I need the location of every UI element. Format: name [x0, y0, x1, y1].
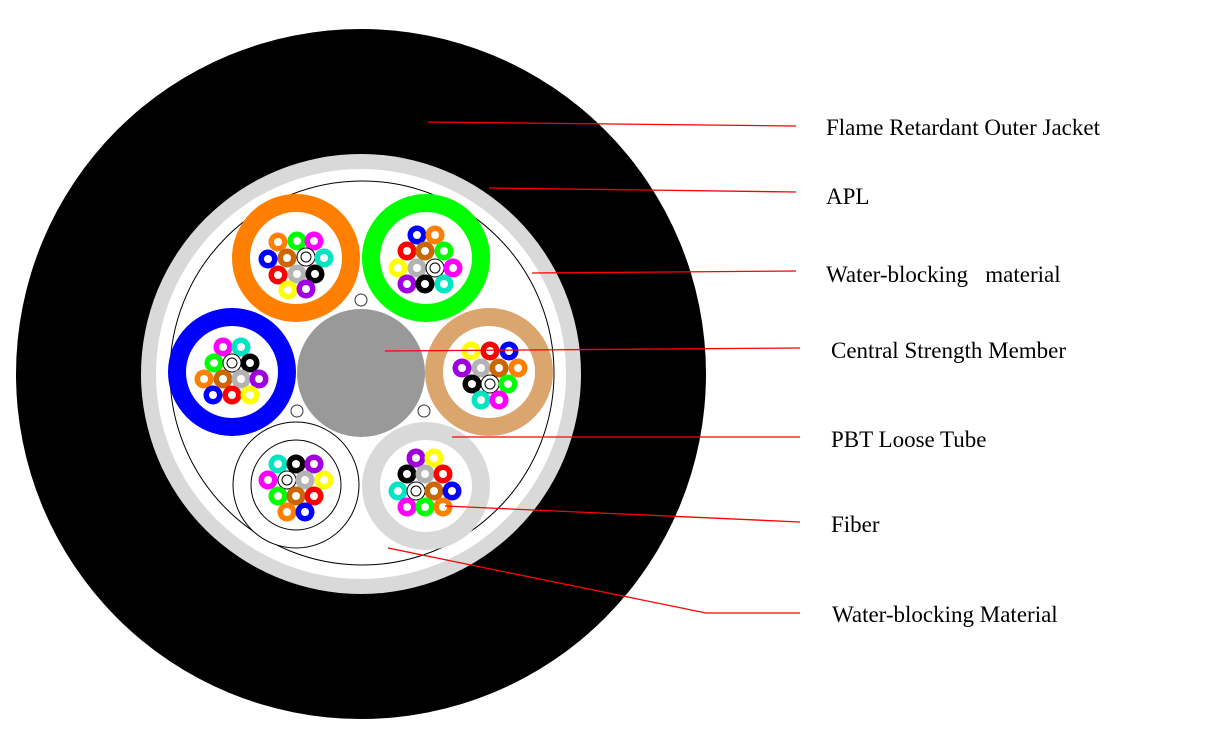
fiber-purple: [304, 454, 324, 474]
fiber-yellow: [314, 470, 334, 490]
fiber-gray: [295, 470, 315, 490]
fiber-brown: [213, 369, 233, 389]
fiber-brown: [277, 248, 297, 268]
fiber-cyan: [471, 390, 491, 410]
tube-light-gray: [362, 422, 490, 550]
label-water-blocking-material-1: Water-blocking material: [826, 262, 1061, 287]
fiber-green: [498, 374, 518, 394]
leader-fiber: [444, 505, 801, 523]
fiber-blue: [407, 225, 427, 245]
tube-blue: [168, 308, 296, 436]
fiber-white: [277, 470, 297, 490]
fiber-gray: [287, 264, 307, 284]
fiber-orange: [433, 497, 453, 517]
fiber-yellow: [240, 385, 260, 405]
tube-tan: [425, 308, 553, 436]
tube-white: [232, 421, 360, 549]
fiber-blue: [258, 249, 278, 269]
fiber-brown: [286, 486, 306, 506]
fiber-gray: [415, 464, 435, 484]
fiber-gray: [471, 358, 491, 378]
fiber-black: [397, 464, 417, 484]
fiber-black: [415, 274, 435, 294]
fiber-blue: [499, 341, 519, 361]
leader-central-strength-member: [384, 347, 801, 352]
label-fiber: Fiber: [831, 512, 880, 537]
label-apl: APL: [826, 184, 870, 209]
fiber-black: [286, 454, 306, 474]
fiber-yellow: [424, 448, 444, 468]
fiber-green: [287, 231, 307, 251]
fiber-yellow: [278, 280, 298, 300]
fiber-magenta: [443, 258, 463, 278]
fiber-gray: [407, 258, 427, 278]
leader-lines: [384, 121, 801, 614]
fiber-black: [462, 374, 482, 394]
loose-tubes: [168, 194, 553, 550]
fiber-green: [268, 486, 288, 506]
fiber-blue: [203, 385, 223, 405]
fiber-black: [240, 353, 260, 373]
fiber-cyan: [314, 248, 334, 268]
fiber-cyan: [231, 337, 251, 357]
label-water-blocking-material-2: Water-blocking Material: [832, 602, 1058, 627]
central-strength-member: [297, 309, 425, 437]
fiber-brown: [424, 481, 444, 501]
fiber-red: [222, 385, 242, 405]
label-pbt-loose-tube: PBT Loose Tube: [831, 427, 987, 452]
fiber-red: [397, 241, 417, 261]
fiber-gray: [231, 369, 251, 389]
fiber-cyan: [434, 274, 454, 294]
fiber-magenta: [304, 231, 324, 251]
fiber-cyan: [388, 481, 408, 501]
label-outer-jacket: Flame Retardant Outer Jacket: [826, 115, 1100, 140]
fiber-purple: [452, 358, 472, 378]
fiber-white: [222, 353, 242, 373]
fiber-yellow: [388, 258, 408, 278]
fiber-white: [480, 374, 500, 394]
fiber-orange: [268, 232, 288, 252]
fiber-black: [305, 264, 325, 284]
fiber-red: [304, 486, 324, 506]
fiber-red: [433, 464, 453, 484]
fiber-red: [268, 265, 288, 285]
filler-rod-top: [354, 293, 368, 307]
fiber-orange: [508, 358, 528, 378]
fiber-magenta: [489, 390, 509, 410]
filler-rod-right: [417, 404, 431, 418]
fiber-orange: [277, 502, 297, 522]
fiber-purple: [296, 279, 316, 299]
fiber-green: [434, 241, 454, 261]
fiber-green: [204, 353, 224, 373]
fiber-purple: [249, 369, 269, 389]
tube-orange: [232, 194, 360, 322]
filler-rod-left: [290, 404, 304, 418]
fiber-blue: [442, 481, 462, 501]
leader-outer-jacket: [427, 121, 797, 127]
fiber-white: [425, 258, 445, 278]
fiber-orange: [194, 369, 214, 389]
fiber-white: [296, 247, 316, 267]
leader-apl: [488, 187, 797, 193]
fiber-magenta: [258, 470, 278, 490]
fiber-magenta: [213, 337, 233, 357]
fiber-brown: [489, 358, 509, 378]
fiber-magenta: [397, 497, 417, 517]
fiber-brown: [415, 241, 435, 261]
fiber-green: [415, 497, 435, 517]
fiber-cyan: [268, 454, 288, 474]
tube-green: [362, 194, 490, 322]
leader-water-blocking-material-1: [531, 270, 797, 274]
fiber-white: [406, 481, 426, 501]
fiber-orange: [425, 225, 445, 245]
fiber-blue: [295, 502, 315, 522]
fiber-purple: [397, 274, 417, 294]
label-central-strength-member: Central Strength Member: [831, 338, 1067, 363]
fiber-red: [480, 341, 500, 361]
fiber-purple: [406, 448, 426, 468]
leader-water-blocking-material-2: [387, 547, 800, 614]
